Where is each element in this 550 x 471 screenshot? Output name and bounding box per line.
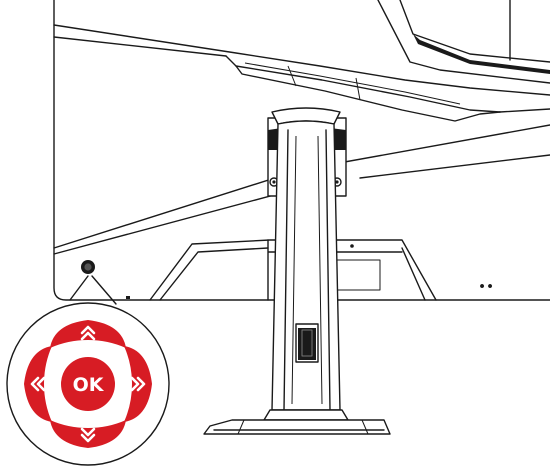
- ok-label: OK: [73, 374, 105, 396]
- double-chevron-up-icon: [80, 325, 96, 341]
- joystick-ok-key[interactable]: [61, 357, 115, 411]
- double-chevron-right-icon: [130, 376, 146, 392]
- joystick-diagram: OK: [6, 302, 170, 466]
- double-chevron-down-icon: [80, 427, 96, 443]
- monitor-stand: [203, 107, 391, 435]
- callout-lines: [69, 275, 117, 305]
- double-chevron-left-icon: [30, 376, 46, 392]
